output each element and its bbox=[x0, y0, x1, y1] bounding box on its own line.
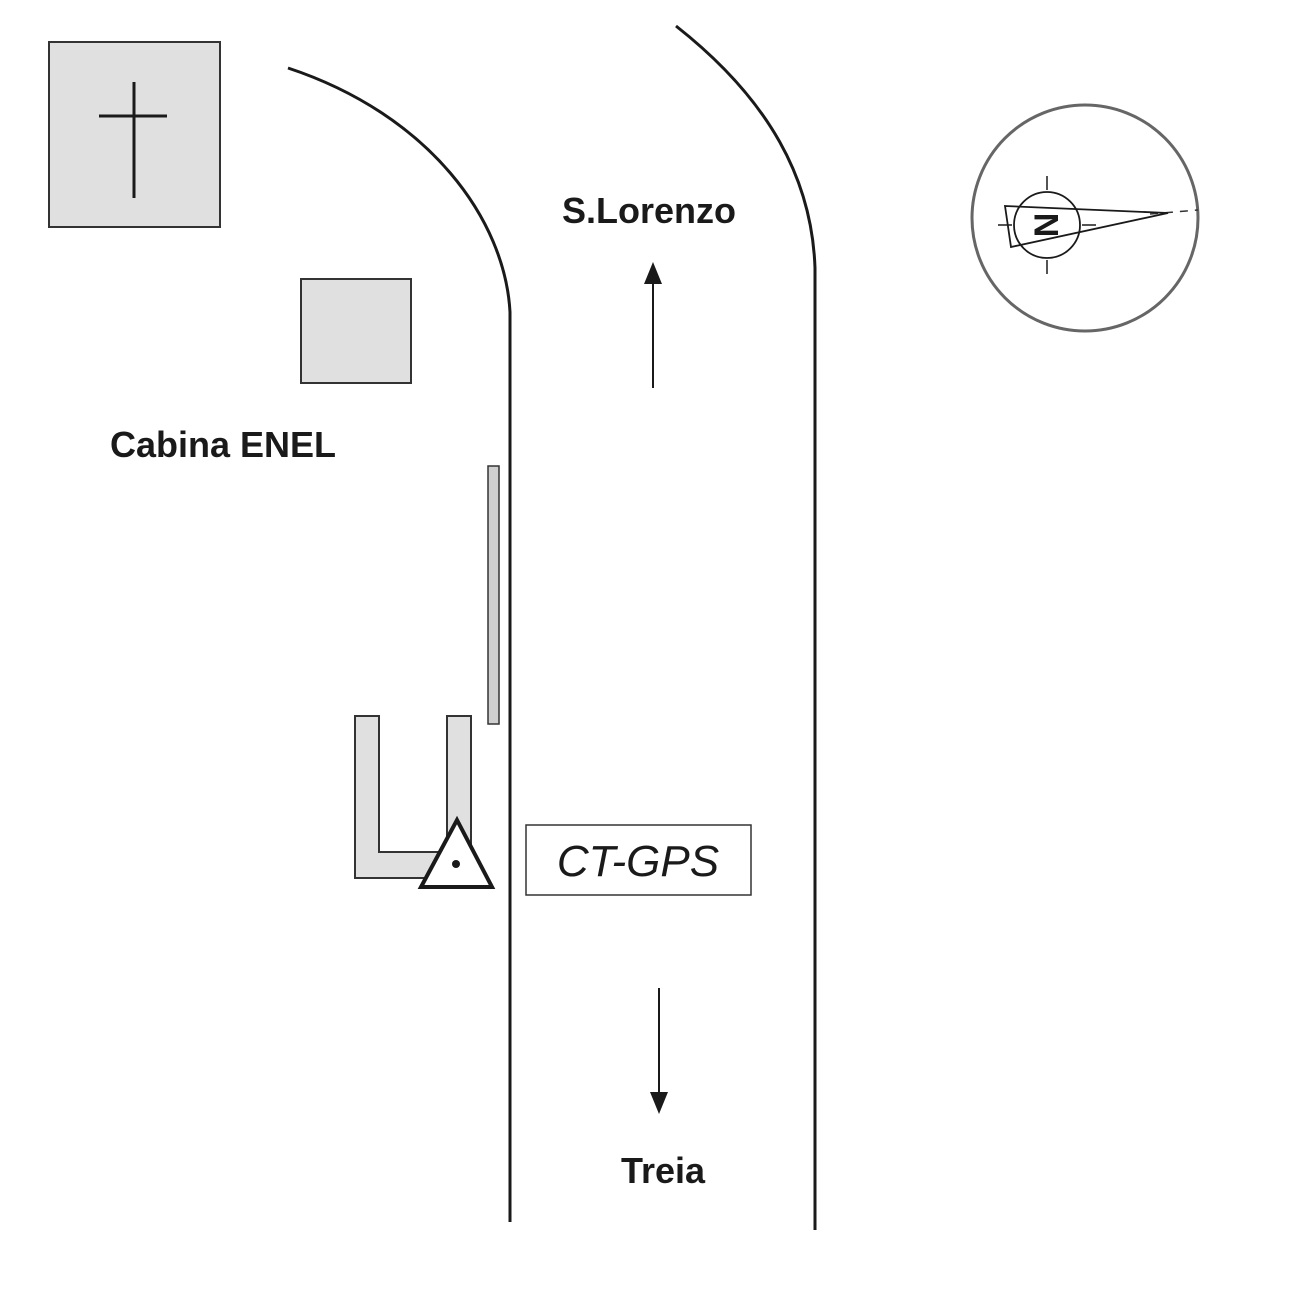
road-right-edge bbox=[675, 24, 817, 1230]
station-label-box bbox=[525, 824, 752, 896]
gps-station-marker-icon bbox=[417, 815, 496, 889]
substation-label: Cabina ENEL bbox=[110, 424, 336, 465]
north-destination-label: S.Lorenzo bbox=[562, 190, 736, 231]
compass-north-letter: N bbox=[1028, 213, 1066, 238]
chapel-building bbox=[48, 41, 221, 228]
road-left-edge bbox=[287, 66, 512, 1222]
south-destination-label: Treia bbox=[621, 1150, 706, 1191]
compass-icon: N bbox=[970, 103, 1200, 333]
arrow-up-icon bbox=[644, 262, 662, 388]
substation-building bbox=[300, 278, 412, 384]
arrow-down-icon bbox=[650, 988, 668, 1114]
cross-icon bbox=[99, 82, 167, 198]
station-label: CT-GPS bbox=[557, 837, 719, 886]
roadside-wall bbox=[487, 465, 500, 725]
